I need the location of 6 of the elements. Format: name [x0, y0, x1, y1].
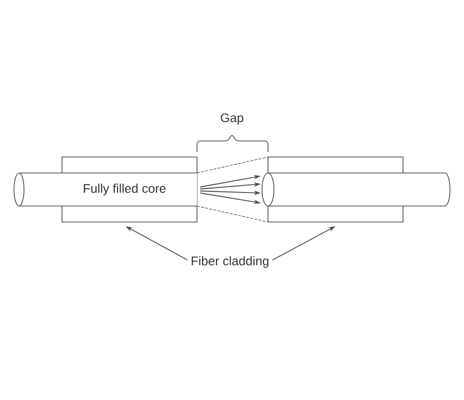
label: Fiber cladding [192, 256, 268, 268]
node-label: Fully filled core [84, 184, 166, 196]
cladding-box [62, 156, 198, 222]
label: Gap [220, 113, 244, 125]
fiber-core [262, 172, 450, 206]
fiber-core: Fully filled core [14, 172, 198, 206]
